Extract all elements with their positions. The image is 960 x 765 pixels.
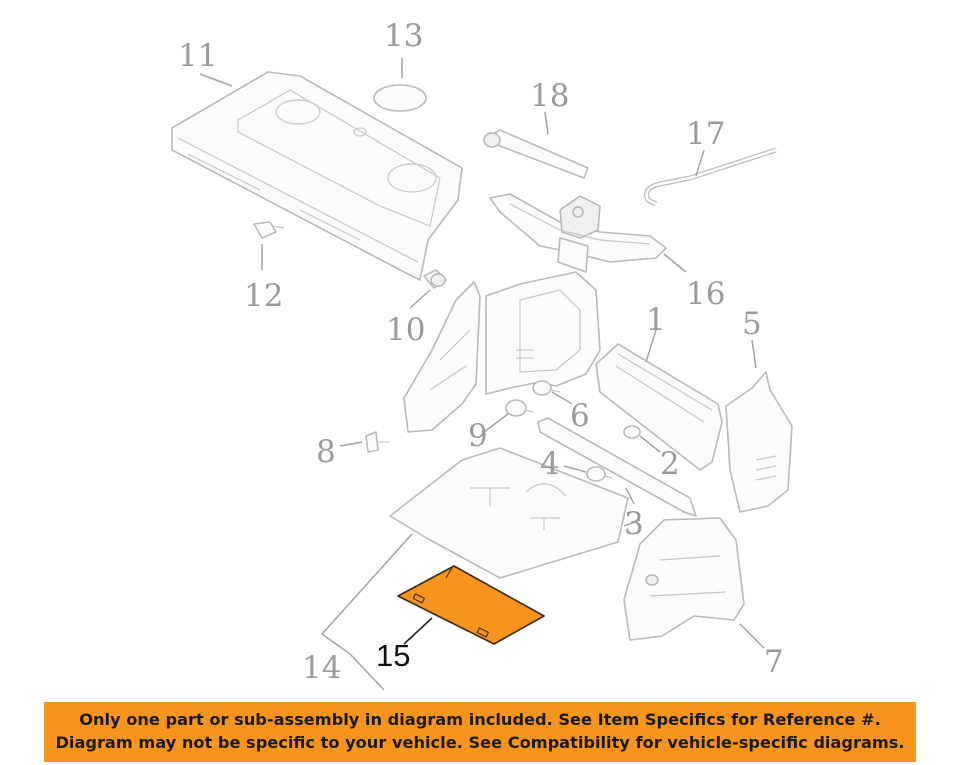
callout-2: 2 [660,446,680,482]
leader-lines [199,58,765,691]
part-5-right-side-trim [725,371,793,513]
part-18-wheel-wrench [483,129,589,179]
callout-3-lower: 3 [624,506,644,542]
part-14-trunk-mat [389,447,629,579]
part-6-fastener [532,380,561,396]
exploded-parts-diagram: 11 13 18 17 16 12 10 1 5 6 9 8 2 4 3 3 7… [171,18,793,691]
part-13-plug [373,84,427,112]
part-left-side-trim [403,281,481,433]
callout-labels: 11 13 18 17 16 12 10 1 5 6 9 8 2 4 3 3 7… [178,18,784,686]
callout-6: 6 [570,398,590,434]
part-1-rear-sill-trim [595,343,723,471]
part-17-jack-handle [644,147,777,207]
part-8-fastener [365,431,390,453]
callout-10: 10 [386,312,425,348]
callout-4: 4 [540,446,560,482]
part-12-clip [253,221,285,239]
callout-17: 17 [686,116,725,152]
callout-16: 16 [686,276,725,312]
part-15-highlighted-panel [397,565,545,645]
callout-18: 18 [530,78,569,114]
disclaimer-line-1: Only one part or sub-assembly in diagram… [79,710,881,729]
callout-11: 11 [178,38,217,74]
part-11-package-tray [171,71,463,281]
part-4-fastener [586,466,613,482]
disclaimer-line-2: Diagram may not be specific to your vehi… [55,733,905,752]
callout-1: 1 [646,302,666,338]
callout-12: 12 [244,278,283,314]
callout-7: 7 [764,644,784,680]
callout-8: 8 [316,434,336,470]
callout-9: 9 [468,418,488,454]
part-10-retainer [423,269,447,289]
callout-15: 15 [376,638,410,673]
callout-14: 14 [302,650,341,686]
part-16-jack [489,193,667,273]
disclaimer-banner: Only one part or sub-assembly in diagram… [44,702,916,762]
part-7-right-lower-trim [623,517,745,641]
callout-13: 13 [384,18,423,54]
part-2-fastener [623,425,641,439]
part-center-left-trim [485,271,601,395]
part-9-fastener [505,399,535,417]
callout-5: 5 [742,306,762,342]
part-3-sill-strip [537,417,697,517]
